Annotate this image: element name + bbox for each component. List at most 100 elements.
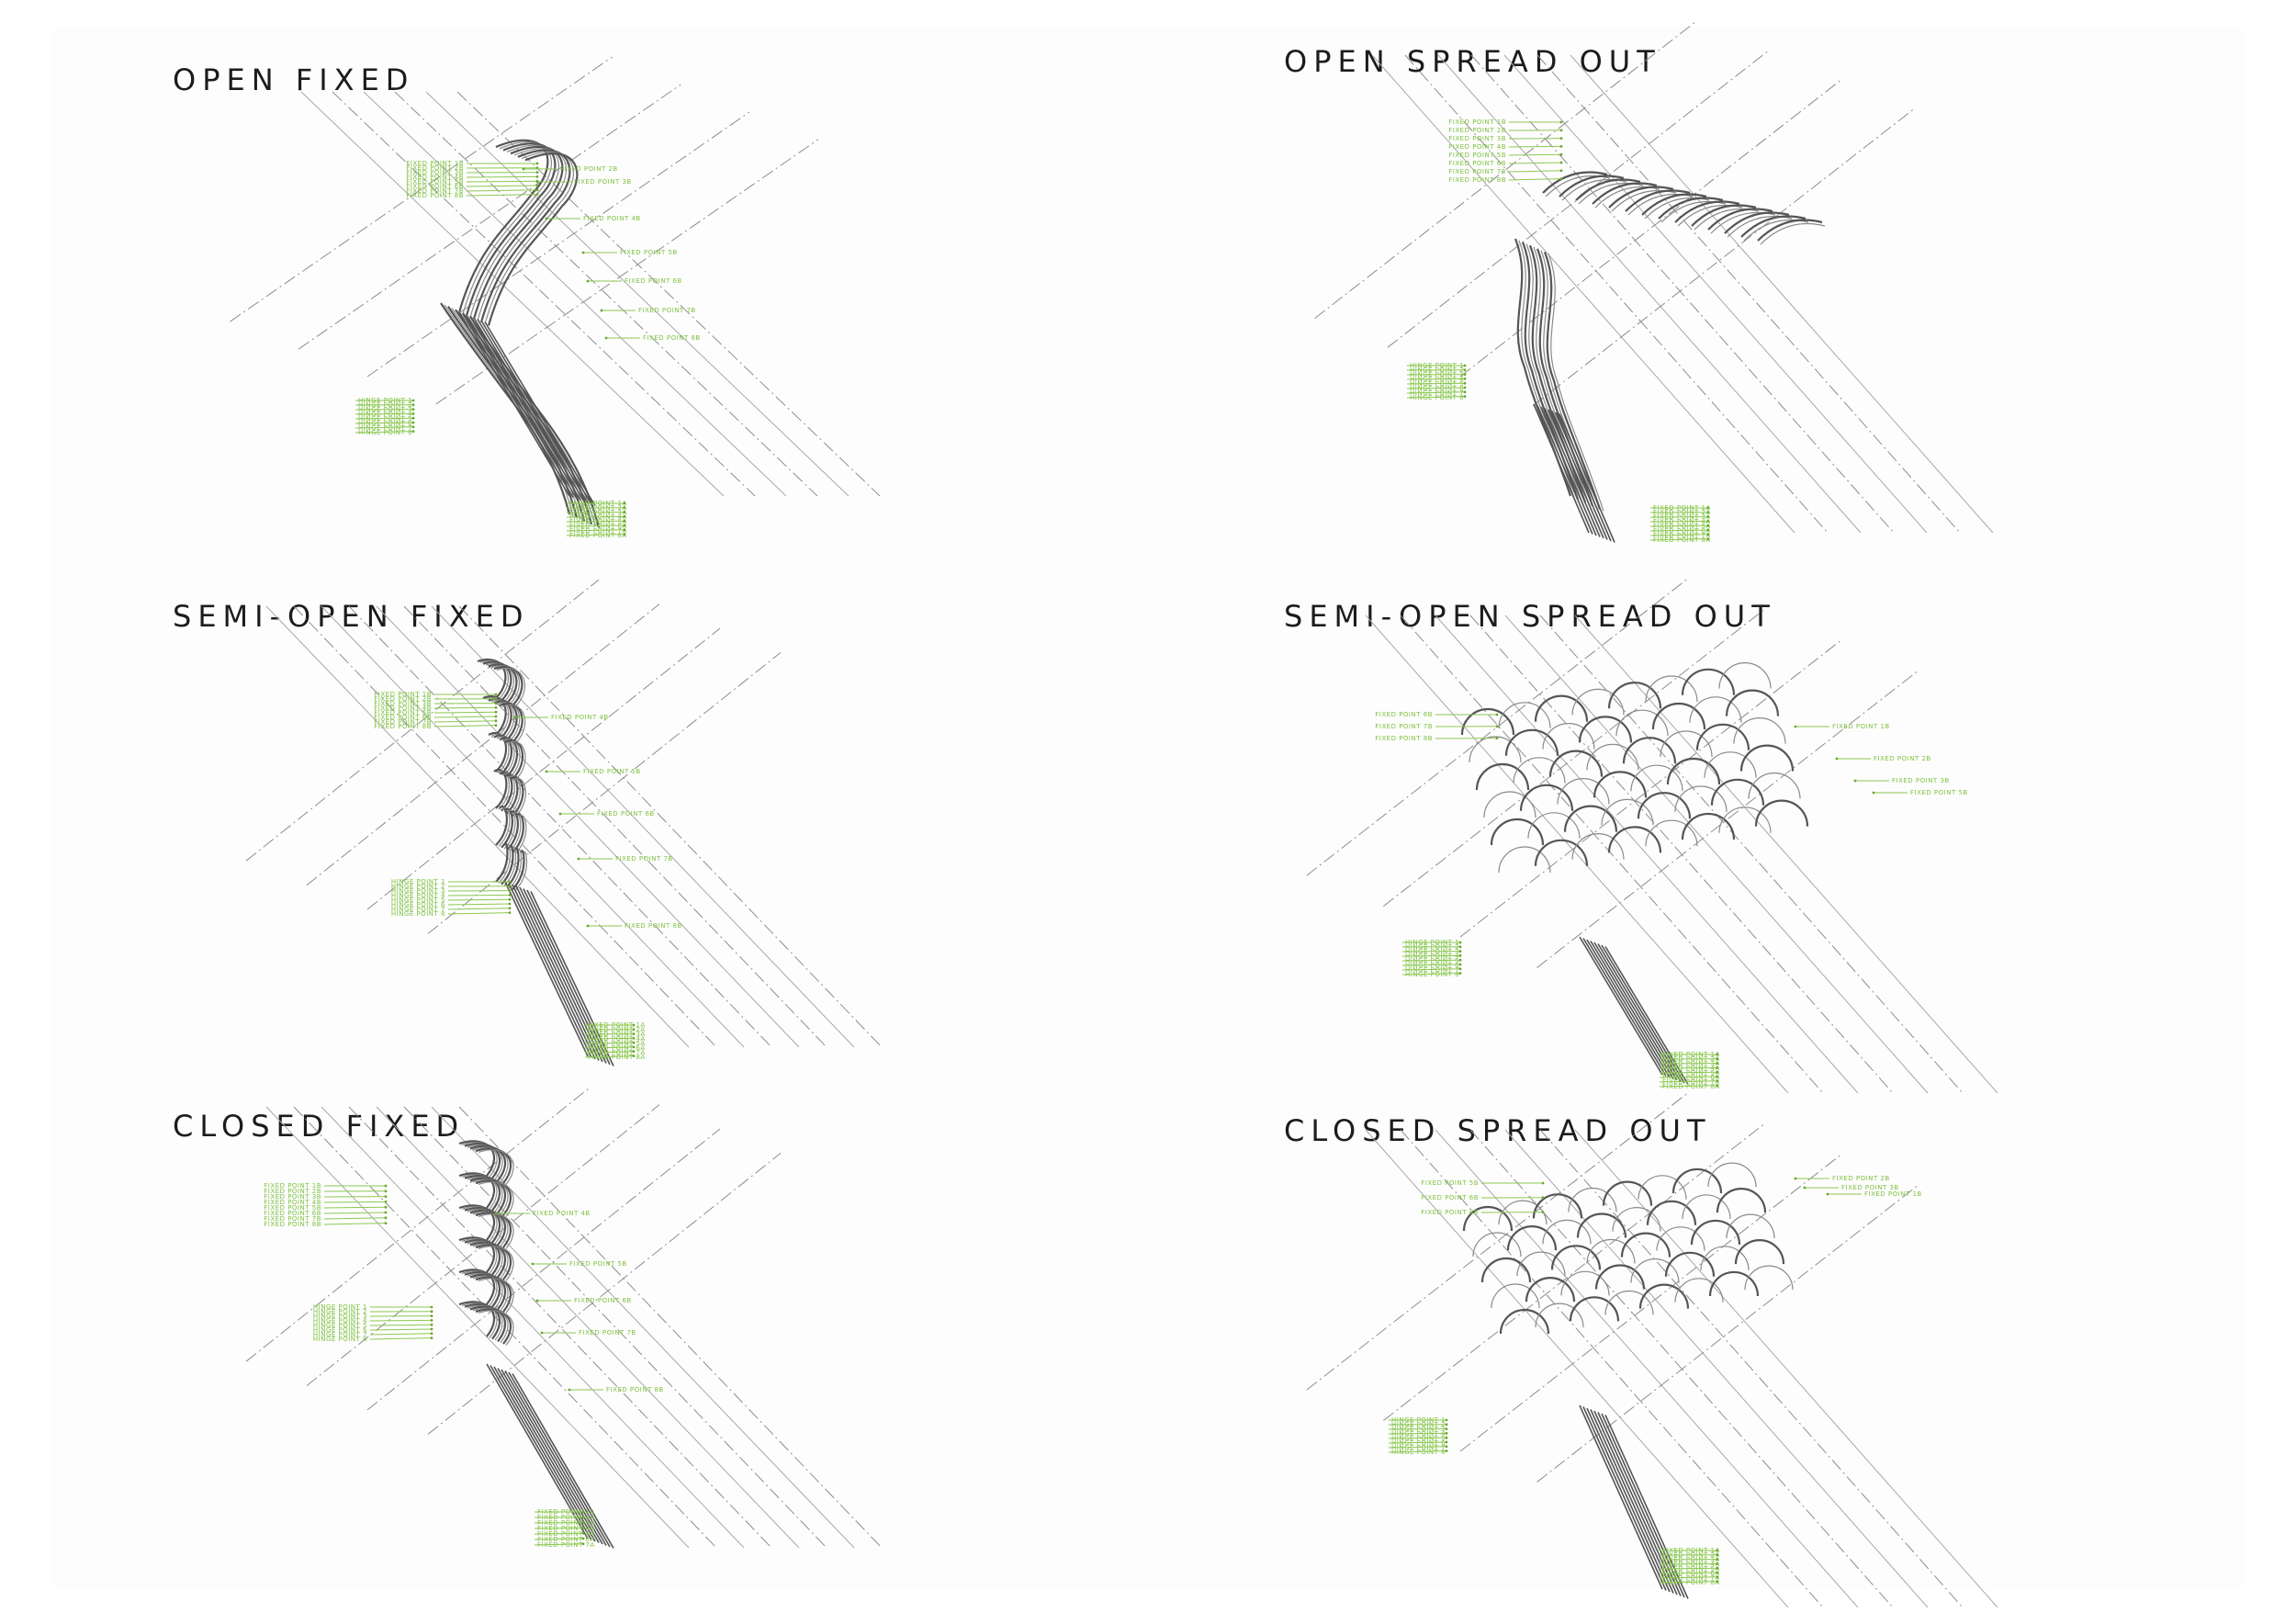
structure-arc xyxy=(1475,762,1530,791)
point-marker xyxy=(508,894,512,897)
structure-rib xyxy=(1542,171,1608,194)
point-label: FIXED POINT 5A xyxy=(588,1040,646,1047)
point-marker xyxy=(1541,1181,1545,1185)
leader-line xyxy=(566,520,625,523)
callout-label: FIXED POINT 8B xyxy=(643,334,701,342)
leader-line xyxy=(323,1201,387,1203)
structure-rib xyxy=(478,1149,514,1185)
structure-arc xyxy=(1671,1167,1723,1193)
structure-arc xyxy=(1498,846,1551,874)
point-marker xyxy=(1445,1436,1448,1439)
construction-line xyxy=(394,91,818,497)
structure-rib xyxy=(510,776,524,817)
structure-rib xyxy=(465,142,557,316)
structure-rib xyxy=(493,768,508,809)
leader-line xyxy=(1649,529,1709,532)
leader-line xyxy=(1401,954,1461,957)
structure-arc xyxy=(1491,1283,1540,1309)
point-marker xyxy=(632,1037,636,1040)
point-marker xyxy=(1445,1449,1448,1452)
leader-line xyxy=(1659,1085,1718,1088)
structure-rib xyxy=(1559,175,1625,197)
point-marker xyxy=(535,171,539,175)
structure-rib xyxy=(485,662,514,703)
point-label: FIXED POINT 2B xyxy=(264,1188,321,1195)
construction-line xyxy=(427,652,782,934)
structure-rib xyxy=(485,696,510,737)
structure-arc xyxy=(1593,771,1648,798)
construction-line xyxy=(458,1106,883,1549)
leader-line xyxy=(1401,959,1461,962)
rib-leg xyxy=(1555,412,1612,542)
point-marker xyxy=(1458,958,1462,962)
structure-rib xyxy=(503,809,516,850)
construction-line xyxy=(376,605,800,1048)
point-label: FIXED POINT 5B xyxy=(406,178,464,186)
structure-arc xyxy=(1707,1162,1757,1188)
rib-leg xyxy=(484,321,596,506)
structure-arc xyxy=(1490,818,1545,846)
leader-line xyxy=(1508,145,1562,148)
construction-line xyxy=(1437,54,1862,534)
structure-rib xyxy=(501,807,513,849)
structure-arc xyxy=(1718,806,1772,833)
construction-line xyxy=(1306,1093,1689,1391)
point-marker xyxy=(1463,373,1467,376)
structure-arc xyxy=(1645,675,1698,703)
structure-rib xyxy=(509,812,522,852)
point-marker xyxy=(1463,364,1467,367)
point-label: FIXED POINT 7A xyxy=(1653,532,1711,539)
point-label: FIXED POINT 7A xyxy=(1662,1574,1720,1582)
construction-line xyxy=(321,1106,745,1549)
callout-label: FIXED POINT 3B xyxy=(1892,777,1950,784)
rib-leg xyxy=(480,320,592,505)
point-marker xyxy=(1495,713,1499,716)
structure-arc xyxy=(1682,1194,1731,1219)
point-marker xyxy=(1716,1075,1719,1078)
rib-leg xyxy=(469,316,581,501)
point-marker xyxy=(384,1211,388,1214)
leader-line xyxy=(355,412,414,415)
leader-line xyxy=(584,1051,635,1054)
leader-line xyxy=(1388,1446,1447,1449)
point-marker xyxy=(540,1331,544,1335)
structure-arc xyxy=(1469,736,1522,763)
point-label: HINGE POINT 2 xyxy=(391,883,445,890)
structure-arc xyxy=(1460,707,1515,736)
callout-label: FIXED POINT 7B xyxy=(638,307,696,314)
point-marker xyxy=(1559,161,1563,164)
point-marker xyxy=(494,702,498,705)
point-label: FIXED POINT 6A xyxy=(537,1536,595,1543)
structure-rib xyxy=(512,777,526,818)
point-marker xyxy=(581,1531,585,1535)
leader-line xyxy=(355,431,414,434)
point-label: HINGE POINT 8 xyxy=(1410,394,1464,401)
leader-line xyxy=(584,1037,635,1040)
leader-line xyxy=(369,1319,433,1322)
structure-arc xyxy=(1620,1232,1671,1257)
structure-rib xyxy=(478,1213,514,1249)
structure-arc xyxy=(1601,798,1654,826)
rib-leg xyxy=(526,889,611,1066)
point-marker xyxy=(535,188,539,192)
structure-arc xyxy=(1748,773,1801,799)
leader-line xyxy=(1508,178,1562,181)
leader-line xyxy=(447,898,511,901)
point-label: FIXED POINT 7B xyxy=(1375,723,1433,730)
leader-line xyxy=(433,716,497,718)
structure-arc xyxy=(1519,784,1574,811)
point-marker xyxy=(1716,1575,1719,1579)
point-label: HINGE POINT 5 xyxy=(391,897,445,904)
construction-line xyxy=(1536,670,1919,968)
construction-line xyxy=(366,1128,721,1411)
structure-arc xyxy=(1607,826,1662,853)
point-label: FIXED POINT 6A xyxy=(588,1044,646,1052)
structure-rib xyxy=(1625,189,1691,212)
leader-line xyxy=(433,720,497,723)
structure-arc xyxy=(1472,1232,1522,1257)
structure-rib xyxy=(487,152,579,326)
structure-arc xyxy=(1548,750,1604,777)
point-marker xyxy=(1541,1211,1545,1213)
leader-line xyxy=(1649,520,1709,523)
construction-line xyxy=(1365,615,1789,1094)
